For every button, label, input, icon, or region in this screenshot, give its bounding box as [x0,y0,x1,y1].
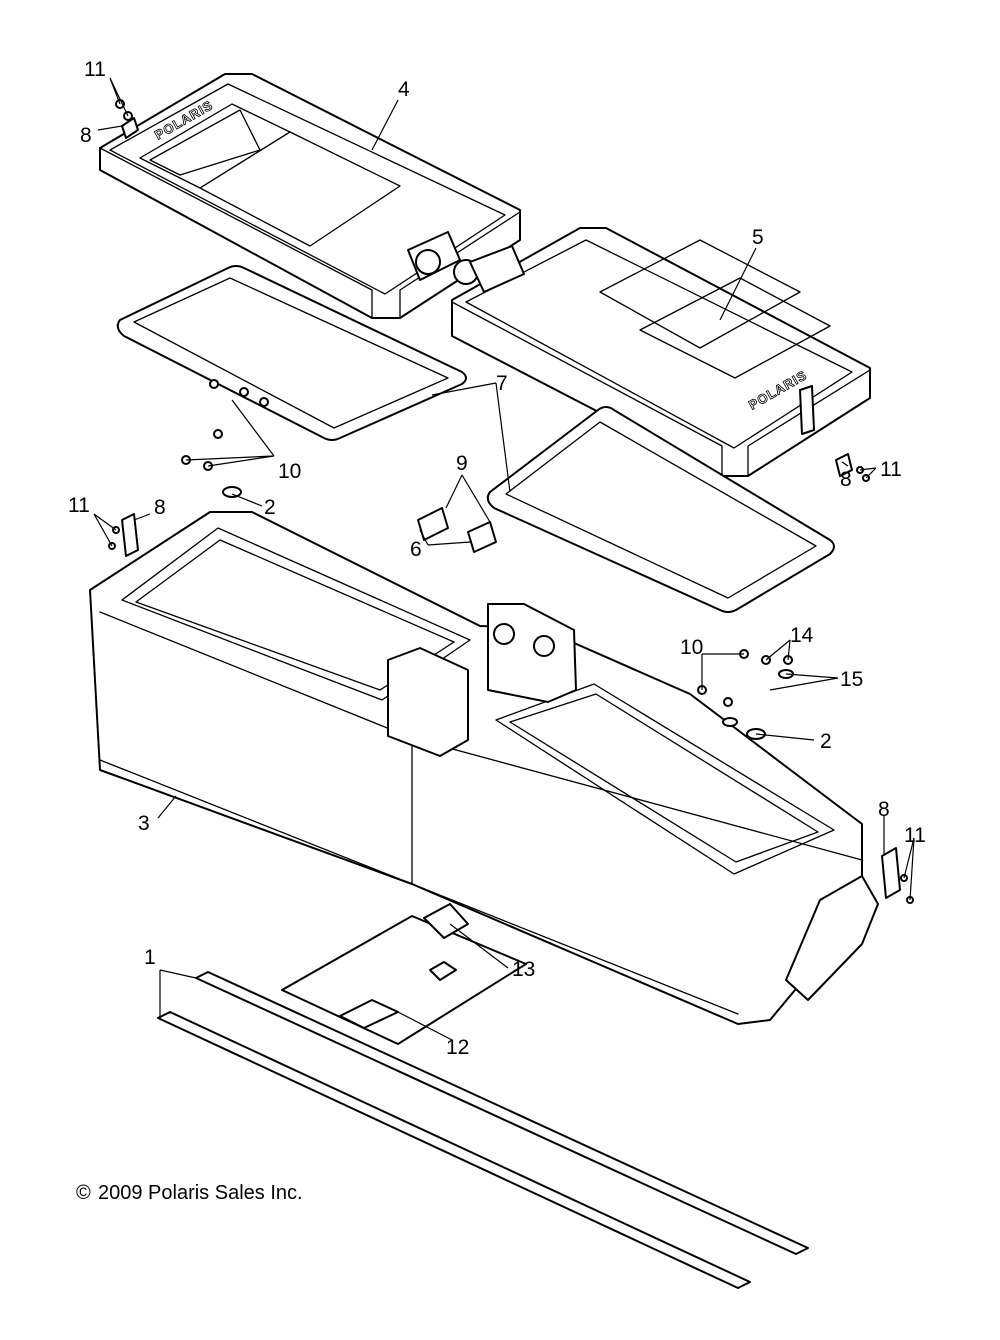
callout-8-left: 8 [154,496,166,519]
seal-right-part-7 [486,406,835,613]
callout-3: 3 [138,812,150,835]
callout-4: 4 [398,78,410,101]
storage-box-part-3 [89,511,879,1025]
callout-10-right: 10 [680,636,703,659]
callout-8-top-left: 8 [80,124,92,147]
callout-11-right-bottom: 11 [904,824,926,847]
copyright-symbol: © [76,1182,91,1204]
callout-2-right: 2 [820,730,832,753]
callout-8-right-bottom: 8 [878,798,890,821]
callout-2-left: 2 [264,496,276,519]
callout-1: 1 [144,946,156,969]
callout-9: 9 [456,452,468,475]
rails-part-1 [157,971,809,1289]
copyright-notice: © 2009 Polaris Sales Inc. [76,1182,303,1204]
callout-10-left: 10 [278,460,301,483]
callout-11-top-left: 11 [84,58,106,81]
callout-6: 6 [410,538,422,561]
callout-15: 15 [840,668,863,691]
leader-lines [93,77,915,1041]
callout-5: 5 [752,226,764,249]
callout-8-right-top: 8 [840,468,852,491]
callout-12: 12 [446,1036,469,1059]
callout-11-right-top: 11 [880,458,902,481]
decal-sheet-parts-12-13 [281,903,527,1045]
lid-right-part-5 [451,227,871,477]
seal-left-part-7 [116,265,467,441]
callout-7: 7 [496,372,508,395]
callout-11-left: 11 [68,494,90,517]
callout-14: 14 [790,624,814,647]
callout-13: 13 [512,958,535,981]
lid-hinges [407,231,525,293]
lid-left-part-4 [99,73,521,319]
callout-labels: 11 8 4 5 7 10 9 2 11 8 6 8 11 14 10 15 2… [68,58,926,1059]
copyright-text: 2009 Polaris Sales Inc. [98,1182,303,1204]
